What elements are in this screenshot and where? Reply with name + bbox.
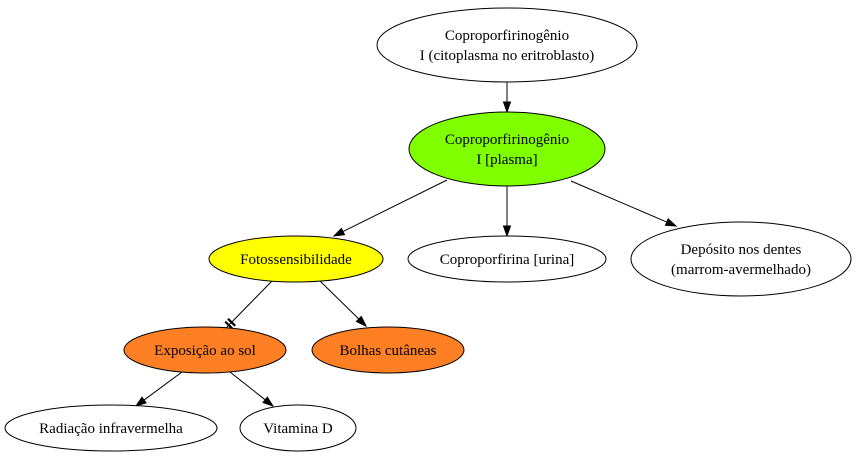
edge-fotossensibilidade-to-exposicao-sol bbox=[224, 280, 273, 330]
node-radiacao-infravermelha: Radiação infravermelha bbox=[4, 404, 218, 452]
node-shape bbox=[208, 235, 384, 283]
node-shape bbox=[408, 111, 606, 187]
node-shape bbox=[239, 404, 357, 452]
edge-line bbox=[225, 280, 273, 329]
node-label: Depósito nos dentes bbox=[681, 242, 802, 258]
node-deposito-dentes: Depósito nos dentes (marrom-avermelhado) bbox=[630, 221, 852, 297]
node-label: Fotossensibilidade bbox=[240, 252, 352, 268]
arrow-head-icon bbox=[664, 217, 678, 227]
node-shape bbox=[376, 7, 638, 83]
edge-coproporfirinogenio-plasma-to-fotossensibilidade bbox=[332, 179, 448, 237]
node-fotossensibilidade: Fotossensibilidade bbox=[208, 235, 384, 283]
node-shape bbox=[4, 404, 218, 452]
edge-line bbox=[319, 280, 360, 320]
node-coproporfirinogenio-citoplasma: Coproporfirinogênio I (citoplasma no erit… bbox=[376, 7, 638, 83]
node-label: Bolhas cutâneas bbox=[339, 343, 436, 359]
arrow-head-icon bbox=[355, 315, 368, 328]
edge-exposicao-sol-to-radiacao-infravermelha bbox=[134, 371, 183, 407]
node-bolhas-cutaneas: Bolhas cutâneas bbox=[311, 326, 465, 374]
node-shape bbox=[407, 235, 607, 283]
edge-exposicao-sol-to-vitamina-d bbox=[229, 371, 275, 407]
node-shape bbox=[630, 221, 852, 297]
edge-coproporfirinogenio-plasma-to-deposito-dentes bbox=[570, 180, 678, 227]
node-label: Radiação infravermelha bbox=[39, 421, 183, 437]
edge-fotossensibilidade-to-bolhas-cutaneas bbox=[319, 280, 368, 328]
edge-line bbox=[143, 371, 183, 401]
node-exposicao-sol: Exposição ao sol bbox=[123, 326, 287, 374]
edge-line bbox=[570, 180, 668, 223]
arrow-head-icon bbox=[262, 396, 275, 407]
edges-layer bbox=[134, 82, 678, 407]
tee-head-icon bbox=[227, 317, 236, 327]
node-label: I [plasma] bbox=[476, 152, 537, 168]
node-label: Vitamina D bbox=[263, 421, 333, 437]
node-shape bbox=[311, 326, 465, 374]
edge-coproporfirinogenio-plasma-to-coproporfirina-urina bbox=[502, 186, 512, 238]
node-label: (marrom-avermelhado) bbox=[671, 262, 811, 278]
node-label: Exposição ao sol bbox=[154, 343, 256, 359]
arrow-head-icon bbox=[502, 225, 512, 238]
node-coproporfirina-urina: Coproporfirina [urina] bbox=[407, 235, 607, 283]
node-label: I (citoplasma no eritroblasto) bbox=[420, 48, 595, 64]
edge-coproporfirinogenio-citoplasma-to-coproporfirinogenio-plasma bbox=[502, 82, 512, 114]
arrow-head-icon bbox=[502, 101, 512, 114]
tee-head-icon bbox=[224, 320, 234, 330]
node-label: Coproporfirina [urina] bbox=[440, 252, 575, 268]
node-label: Coproporfirinogênio bbox=[445, 28, 569, 44]
node-label: Coproporfirinogênio bbox=[445, 132, 569, 148]
node-shape bbox=[123, 326, 287, 374]
node-coproporfirinogenio-plasma: Coproporfirinogênio I [plasma] bbox=[408, 111, 606, 187]
nodes-layer: Coproporfirinogênio I (citoplasma no erit… bbox=[4, 7, 852, 452]
arrow-head-icon bbox=[332, 227, 346, 237]
arrow-head-icon bbox=[134, 396, 147, 407]
edge-line bbox=[342, 179, 448, 233]
node-vitamina-d: Vitamina D bbox=[239, 404, 357, 452]
edge-line bbox=[229, 371, 266, 401]
